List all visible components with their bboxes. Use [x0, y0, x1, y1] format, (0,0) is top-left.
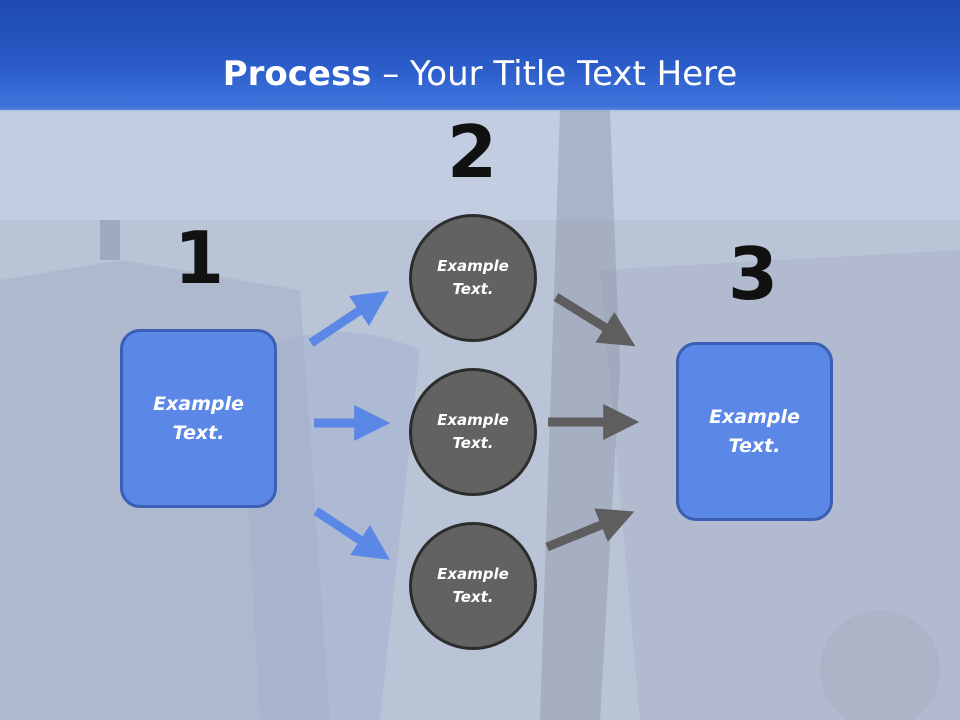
circle-middle-label: Example Text.	[437, 411, 509, 452]
arrow-blue-down	[313, 507, 391, 560]
step-number-3: 3	[727, 232, 779, 316]
circle-bottom: Example Text.	[409, 522, 537, 650]
arrow-gray-down	[553, 293, 636, 347]
title-bold: Process	[222, 54, 372, 94]
step-number-2: 2	[446, 110, 498, 194]
title-rest: – Your Title Text Here	[371, 54, 738, 94]
left-process-box: Example Text.	[120, 329, 277, 508]
circle-top: Example Text.	[409, 214, 537, 342]
arrow-gray-up	[545, 508, 635, 552]
header-band	[0, 0, 960, 112]
slide-title: Process – Your Title Text Here	[0, 52, 960, 96]
step-number-1: 1	[173, 216, 225, 300]
left-box-label: Example Text.	[153, 392, 244, 444]
arrow-blue-up	[308, 291, 389, 347]
circle-middle: Example Text.	[409, 368, 537, 496]
right-process-box: Example Text.	[676, 342, 833, 521]
circle-bottom-label: Example Text.	[437, 565, 509, 606]
circle-top-label: Example Text.	[437, 257, 509, 298]
right-box-label: Example Text.	[709, 405, 800, 457]
